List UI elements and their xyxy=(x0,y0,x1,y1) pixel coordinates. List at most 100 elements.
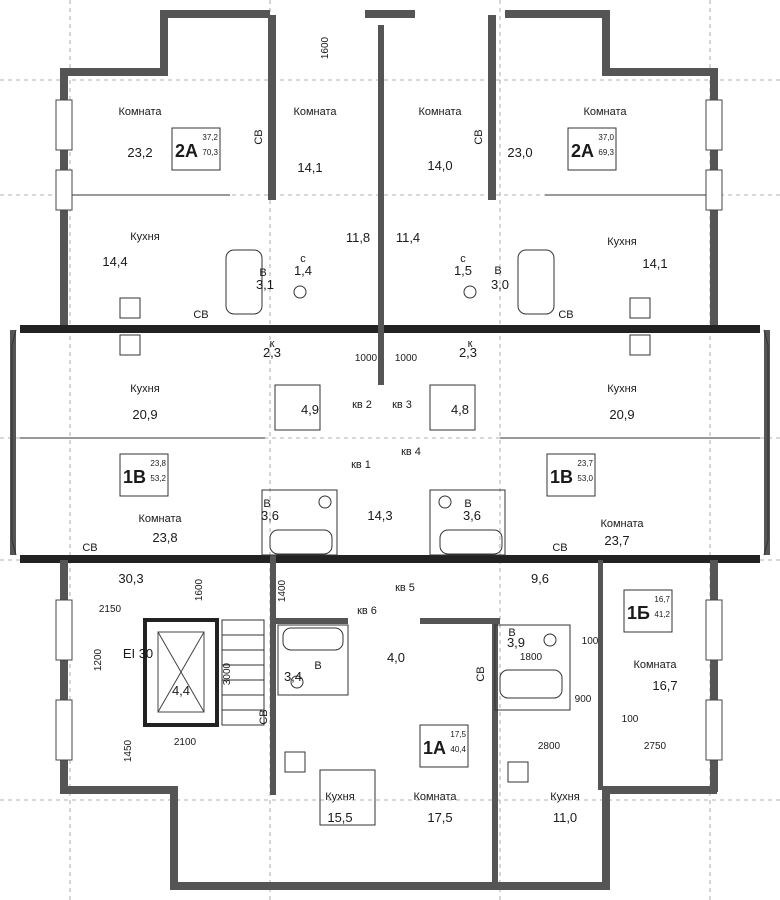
sv-mark-s6: СВ xyxy=(552,542,567,554)
sv-mark-s1: СВ xyxy=(253,129,265,144)
badge-code-b2: 2А xyxy=(571,141,594,161)
room-label-r10: Комната xyxy=(600,518,644,530)
room-area-r7: 20,9 xyxy=(132,407,157,422)
room-type-mark-m5: к xyxy=(270,338,275,350)
dimension-d7: 1200 xyxy=(93,648,104,671)
room-type-mark-m8: В xyxy=(464,498,471,510)
room-label-r11: Комната xyxy=(633,659,677,671)
room-label-r14: Кухня xyxy=(550,791,579,803)
sv-mark-s8: СВ xyxy=(475,666,487,681)
sv-mark-s5: СВ xyxy=(82,542,97,554)
badge-total-b6: 40,4 xyxy=(450,745,466,754)
room-area-r2: 14,1 xyxy=(297,160,322,175)
room-type-mark-m10: В xyxy=(508,627,515,639)
badge-total-b5: 41,2 xyxy=(654,610,670,619)
apartment-badge-b4 xyxy=(546,453,596,497)
room-area-r13: 17,5 xyxy=(427,810,452,825)
apartment-badge-b6 xyxy=(419,724,469,768)
room-area-r14: 11,0 xyxy=(553,810,577,825)
room-type-mark-m9: В xyxy=(314,660,321,672)
elevator-fire-rating: EI 30 xyxy=(123,646,153,661)
bay-windows xyxy=(11,99,769,761)
badge-total-b1: 70,3 xyxy=(202,148,218,157)
area-value-a4: 1,4 xyxy=(294,263,312,278)
dimension-d11: 1800 xyxy=(520,652,543,663)
dimension-d10: 1450 xyxy=(123,739,134,762)
room-type-mark-m6: к xyxy=(468,338,473,350)
badge-code-b1: 2А xyxy=(175,141,198,161)
room-area-r8: 20,9 xyxy=(609,407,634,422)
partitions xyxy=(20,194,760,826)
badge-code-b5: 1Б xyxy=(627,603,650,623)
room-area-r10: 23,7 xyxy=(604,533,629,548)
area-value-a1: 11,8 xyxy=(346,230,370,245)
badge-code-b4: 1В xyxy=(550,467,573,487)
area-value-a8: 2,3 xyxy=(459,345,477,360)
badge-total-b3: 53,2 xyxy=(150,474,166,483)
apartment-kv5: кв 5 xyxy=(395,582,415,594)
area-value-a10: 4,8 xyxy=(451,402,469,417)
area-value-a14: 30,3 xyxy=(118,571,143,586)
room-label-r7: Кухня xyxy=(130,383,159,395)
room-label-r1: Комната xyxy=(118,106,162,118)
dimension-d1: 1600 xyxy=(320,36,331,59)
area-value-a6: 3,0 xyxy=(491,277,509,292)
room-label-r12: Кухня xyxy=(325,791,354,803)
apartment-kv1: кв 1 xyxy=(351,459,371,471)
area-value-a3: 3,1 xyxy=(256,277,274,292)
dimension-d3: 1000 xyxy=(395,353,418,364)
badge-living-b1: 37,2 xyxy=(202,133,218,142)
interior-walls xyxy=(268,15,603,890)
area-value-a12: 3,6 xyxy=(463,508,481,523)
room-area-r6: 14,1 xyxy=(642,256,667,271)
area-value-a7: 2,3 xyxy=(263,345,281,360)
apartment-badge-b1 xyxy=(171,127,221,171)
area-value-a18: 3,9 xyxy=(507,635,525,650)
room-type-mark-m4: В xyxy=(494,265,501,277)
room-type-mark-m7: В xyxy=(263,498,270,510)
badge-living-b2: 37,0 xyxy=(598,133,614,142)
badge-living-b5: 16,7 xyxy=(654,595,670,604)
sv-mark-s2: СВ xyxy=(473,129,485,144)
room-label-r3: Комната xyxy=(418,106,462,118)
room-area-r5: 14,4 xyxy=(102,254,127,269)
stairs xyxy=(221,619,265,726)
sv-mark-s4: СВ xyxy=(558,309,573,321)
apartment-badge-b3 xyxy=(119,453,169,497)
area-value-a17: 3,4 xyxy=(284,669,302,684)
badge-living-b6: 17,5 xyxy=(450,730,466,739)
room-label-r8: Кухня xyxy=(607,383,636,395)
sv-mark-s7: СВ xyxy=(258,709,270,724)
area-value-a9: 4,9 xyxy=(301,402,319,417)
room-area-r12: 15,5 xyxy=(327,810,352,825)
room-type-mark-m1: В xyxy=(259,267,266,279)
badge-total-b4: 53,0 xyxy=(577,474,593,483)
apartment-kv2: кв 2 xyxy=(352,399,372,411)
area-value-a11: 3,6 xyxy=(261,508,279,523)
area-value-a16: 4,0 xyxy=(387,650,405,665)
badge-living-b3: 23,8 xyxy=(150,459,166,468)
room-label-r13: Комната xyxy=(413,791,457,803)
dimension-d15: 2800 xyxy=(538,741,561,752)
room-label-r2: Комната xyxy=(293,106,337,118)
dimension-d14: 100 xyxy=(622,714,639,725)
dimension-d9: 2100 xyxy=(174,737,197,748)
apartment-kv6: кв 6 xyxy=(357,605,377,617)
room-area-r11: 16,7 xyxy=(652,678,677,693)
apartment-kv3: кв 3 xyxy=(392,399,412,411)
dimension-d2: 1000 xyxy=(355,353,378,364)
room-label-r9: Комната xyxy=(138,513,182,525)
apartment-badge-b5 xyxy=(623,589,673,633)
fixtures xyxy=(119,249,651,783)
room-type-mark-m2: с xyxy=(300,253,306,265)
badge-living-b4: 23,7 xyxy=(577,459,593,468)
area-value-a19: 4,4 xyxy=(172,683,190,698)
room-area-r3: 14,0 xyxy=(427,158,452,173)
area-value-a13: 14,3 xyxy=(367,508,392,523)
room-type-mark-m3: с xyxy=(460,253,466,265)
elevator-shaft xyxy=(143,618,219,727)
dimension-d16: 2750 xyxy=(644,741,667,752)
dimension-d6: 1400 xyxy=(277,579,288,602)
